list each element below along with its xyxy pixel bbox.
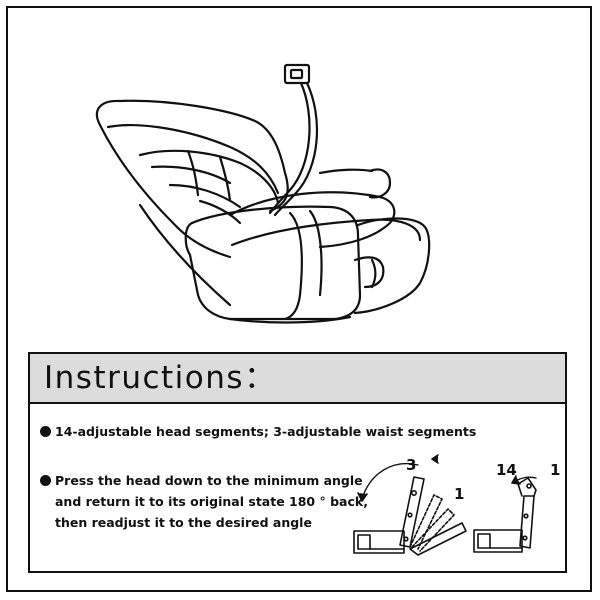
feature-segments-text: 14-adjustable head segments; 3-adjustabl… (55, 424, 477, 439)
head-adjust-diagram (353, 454, 467, 556)
bullet-icon (40, 426, 51, 437)
bullet-icon (40, 475, 51, 486)
page-border (6, 6, 592, 592)
instructions-header: Instructions： (30, 354, 565, 404)
chair-illustration (95, 63, 431, 324)
head-segments-diagram (473, 475, 537, 553)
remote-icon (283, 63, 311, 85)
diagram-left-label-3: 3 (406, 456, 417, 474)
diagram-right-label-14: 14 (496, 461, 517, 479)
feature-adjust-line-2: and return it to its original state 180 … (55, 494, 368, 509)
diagram-left-label-1: 1 (454, 485, 465, 503)
feature-adjust-line-3: then readjust it to the desired angle (55, 515, 312, 530)
diagram-right-label-1: 1 (550, 461, 561, 479)
page-title: Instructions： (44, 360, 277, 396)
feature-adjust-line-1: Press the head down to the minimum angle (55, 473, 363, 488)
instructions-panel: Instructions： 14-adjustable head segment… (28, 352, 567, 573)
